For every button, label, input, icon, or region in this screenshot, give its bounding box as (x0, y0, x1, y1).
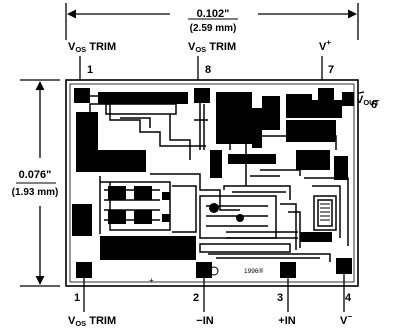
svg-text:VOS TRIM: VOS TRIM (68, 315, 116, 328)
svg-text:V−: V− (340, 312, 352, 327)
die-marking: 1996® (209, 266, 263, 276)
circuit-layout (72, 92, 348, 260)
svg-text:−IN: −IN (196, 315, 213, 327)
pin-label-top-vos-trim-1: VOS TRIM 1 (68, 41, 116, 76)
svg-text:V+: V+ (319, 38, 331, 53)
svg-text:VOUT: VOUT (356, 94, 380, 107)
pin-label-top-vos-trim-8: VOS TRIM 8 (188, 41, 236, 76)
pin-number-7: 7 (328, 64, 334, 76)
pin-number-2: 2 (193, 292, 199, 304)
svg-text:+IN: +IN (278, 315, 295, 327)
pin-number-8: 8 (205, 64, 211, 76)
plus-mark: + (149, 276, 154, 285)
pin-number-6: 6 (371, 99, 377, 111)
pin-label-bottom-minus-in-2: 2 −IN (193, 292, 214, 327)
height-inches-label: 0.076" (19, 169, 52, 181)
pin-label-bottom-vos-trim-1: 1 VOS TRIM (68, 292, 116, 328)
pin-label-bottom-v-minus-4: 4 V− (340, 292, 352, 327)
pin-number-1-top: 1 (87, 64, 93, 76)
pin-label-bottom-plus-in-3: 3 +IN (277, 292, 296, 327)
metal-traces (89, 95, 349, 262)
width-inches-label: 0.102" (197, 8, 230, 20)
pin-label-top-v-plus-7: V+ 7 (319, 38, 334, 76)
pin-number-3: 3 (277, 292, 283, 304)
width-dimension: 0.102" (2.59 mm) (65, 3, 359, 40)
pin-number-1-bottom: 1 (74, 292, 80, 304)
bond-pads (74, 88, 354, 278)
width-mm-label: (2.59 mm) (190, 23, 237, 34)
svg-text:VOS TRIM: VOS TRIM (188, 41, 236, 54)
height-dimension: 0.076" (1.93 mm) (12, 79, 60, 287)
transistors (108, 186, 333, 227)
die-marking-text: 1996® (244, 267, 263, 275)
svg-text:VOS TRIM: VOS TRIM (68, 41, 116, 54)
height-mm-label: (1.93 mm) (12, 187, 59, 198)
pin-number-4: 4 (345, 292, 352, 304)
